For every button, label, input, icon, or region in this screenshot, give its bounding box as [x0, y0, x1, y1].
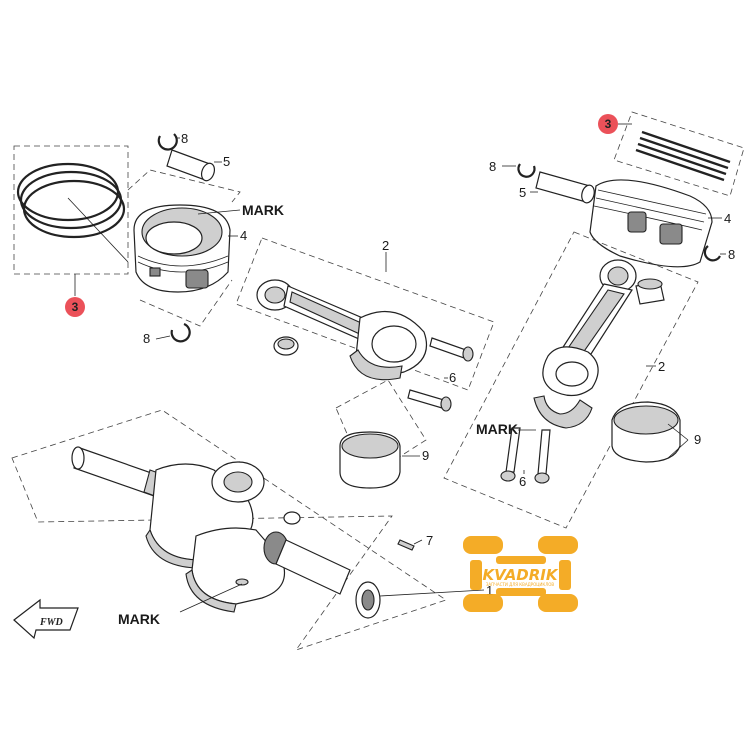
piston-right-group: 3 8 5 4 8 [489, 111, 745, 268]
woodruff-key [397, 539, 415, 551]
crank-gear [355, 581, 381, 619]
part-number-6-right: 6 [519, 474, 526, 489]
watermark-logo: KVADRIK ЗАПЧАСТИ ДЛЯ КВАДРОЦИКЛОВ [463, 536, 578, 612]
piston-pin-left [166, 149, 216, 182]
circlip-side-right [703, 245, 721, 262]
fwd-label: FWD [39, 617, 63, 628]
part-number-6-center: 6 [449, 370, 456, 385]
conrod-center-frame [235, 237, 495, 391]
part-number-4-left: 4 [240, 228, 247, 243]
part-number-7: 7 [426, 533, 433, 548]
conrod-center-group: 2 6 9 [235, 237, 495, 489]
part-number-1: 1 [486, 583, 493, 598]
small-end-bushing-center [273, 336, 299, 356]
part-number-8-top-right: 8 [489, 159, 496, 174]
piston-left [133, 204, 231, 293]
highlight-badge-right [598, 114, 618, 134]
piston-rings-right [635, 130, 731, 182]
connecting-rod-center [256, 279, 428, 381]
conrod-right-group: 2 MARK 6 9 [443, 231, 701, 529]
crank-mark-label: MARK [118, 611, 160, 627]
watermark-tagline: ЗАПЧАСТИ ДЛЯ КВАДРОЦИКЛОВ [486, 582, 555, 587]
part-number-9-right: 9 [694, 432, 701, 447]
rod-mark-label: MARK [476, 421, 518, 437]
crankshaft [71, 446, 351, 613]
part-number-3-right: 3 [605, 117, 612, 131]
rod-bearing-center [339, 431, 401, 489]
part-number-8-top-left: 8 [181, 131, 188, 146]
rod-bolts-center [407, 337, 474, 412]
part-number-8-bottom-left: 8 [143, 331, 150, 346]
part-number-2-center: 2 [382, 238, 389, 253]
highlight-badge-left [65, 297, 85, 317]
small-end-bushing-right [635, 278, 665, 305]
part-number-3-left: 3 [72, 300, 79, 314]
piston-pin-right [535, 171, 595, 204]
ring-set-left-group: 3 [13, 145, 129, 317]
circlip-top-left [157, 133, 178, 151]
fwd-arrow: FWD [13, 598, 79, 640]
part-number-5-left: 5 [223, 154, 230, 169]
piston-right [589, 179, 713, 268]
part-number-8-side-right: 8 [728, 247, 735, 262]
part-number-9-center: 9 [422, 448, 429, 463]
connecting-rod-right [533, 259, 637, 429]
conrod-right-frame [443, 231, 699, 529]
piston-rings-left [16, 162, 129, 263]
rod-bearing-right [611, 401, 681, 463]
part-number-2-right: 2 [658, 359, 665, 374]
watermark-brand: KVADRIK [482, 566, 558, 584]
part-number-5-right: 5 [519, 185, 526, 200]
piston-left-group: 8 5 MARK 4 8 [127, 131, 284, 346]
piston-mark-label: MARK [242, 202, 284, 218]
circlip-top-right [517, 163, 536, 178]
ring-set-left-frame [13, 145, 129, 275]
rod-bolts-right [500, 427, 551, 484]
circlip-bottom-left [170, 322, 191, 343]
crankshaft-group: 7 1 MARK [11, 409, 493, 651]
part-number-4-right: 4 [724, 211, 731, 226]
